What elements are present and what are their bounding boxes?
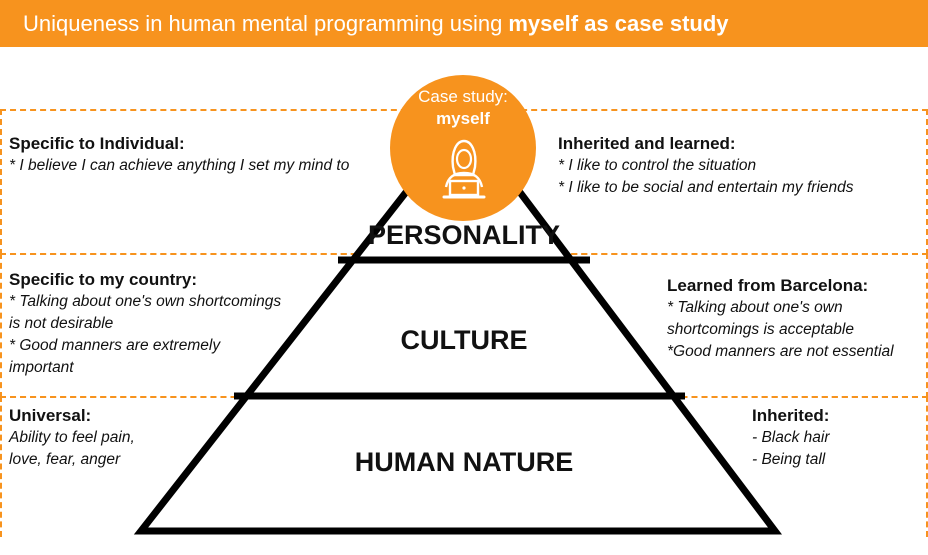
culture-left-item: * Good manners are extremely <box>9 337 221 354</box>
culture-left-heading: Specific to my country: <box>9 270 197 289</box>
human-nature-left-heading: Universal: <box>9 406 92 425</box>
culture-left-block: Specific to my country: * Talking about … <box>9 269 309 379</box>
personality-right-item: * I like to control the situation <box>558 157 757 174</box>
layer-personality-label: PERSONALITY <box>367 220 561 250</box>
human-nature-right-heading: Inherited: <box>752 406 830 425</box>
culture-right-item: *Good manners are not essential <box>667 343 894 360</box>
culture-right-heading: Learned from Barcelona: <box>667 276 869 295</box>
culture-right-item: * Talking about one's own <box>667 299 843 316</box>
pyramid-outline <box>133 112 783 535</box>
case-study-subject: myself <box>436 109 490 128</box>
title-regular: Uniqueness in human mental programming u… <box>23 10 503 36</box>
human-nature-right-item: - Being tall <box>752 451 826 468</box>
page-title: Uniqueness in human mental programming u… <box>0 0 928 47</box>
layer-culture-label: CULTURE <box>400 325 528 355</box>
human-nature-right-block: Inherited: - Black hair - Being tall <box>752 405 912 471</box>
personality-left-block: Specific to Individual: * I believe I ca… <box>9 133 379 177</box>
personality-right-item: * I like to be social and entertain my f… <box>558 179 854 196</box>
layer-human-nature-label: HUMAN NATURE <box>354 447 574 477</box>
case-study-label: Case study: <box>418 87 508 106</box>
person-at-laptop-icon <box>442 139 486 199</box>
case-study-circle: Case study: myself <box>390 75 536 221</box>
title-bold: myself as case study <box>508 10 729 36</box>
culture-left-item: is not desirable <box>9 315 114 332</box>
culture-right-item: shortcomings is acceptable <box>667 321 854 338</box>
human-nature-left-item: Ability to feel pain, <box>9 429 135 446</box>
human-nature-left-item: love, fear, anger <box>9 451 121 468</box>
pyramid-fill <box>141 118 775 531</box>
human-nature-left-block: Universal: Ability to feel pain, love, f… <box>9 405 209 471</box>
personality-left-item: * I believe I can achieve anything I set… <box>9 157 350 174</box>
culture-right-block: Learned from Barcelona: * Talking about … <box>667 275 922 363</box>
personality-right-block: Inherited and learned: * I like to contr… <box>558 133 918 199</box>
culture-left-item: important <box>9 359 74 376</box>
personality-right-heading: Inherited and learned: <box>558 134 736 153</box>
personality-left-heading: Specific to Individual: <box>9 134 185 153</box>
culture-left-item: * Talking about one's own shortcomings <box>9 293 282 310</box>
human-nature-right-item: - Black hair <box>752 429 830 446</box>
